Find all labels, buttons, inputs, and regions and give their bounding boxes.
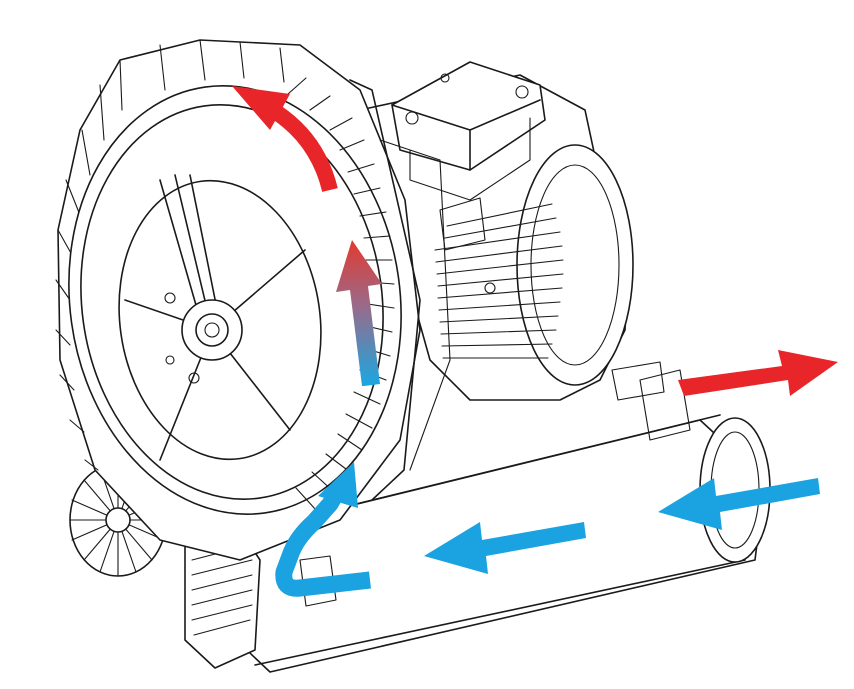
outlet-flow-arrow xyxy=(678,350,838,396)
terminal-box xyxy=(391,61,546,251)
inlet-flow-middle-arrow xyxy=(424,522,586,574)
intake-u-turn-arrow xyxy=(275,485,371,597)
impeller-heating-arrow xyxy=(336,240,382,386)
impeller-housing xyxy=(55,39,451,561)
inlet-flow-right-arrow xyxy=(658,478,820,530)
airflow-arrows xyxy=(232,86,838,597)
impeller-top-flow-arrow xyxy=(271,105,338,193)
intake-u-turn-arrowhead xyxy=(318,462,358,508)
impeller-top-flow-arrowhead xyxy=(232,86,290,130)
